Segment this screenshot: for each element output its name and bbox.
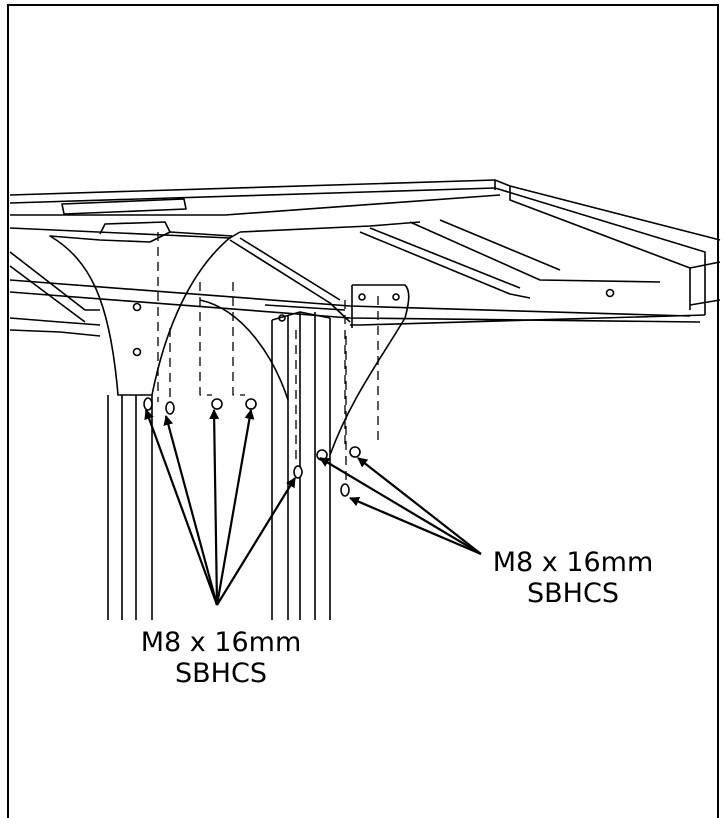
callout-left-type: SBHCS <box>175 658 267 689</box>
right-corner-bracket <box>199 284 410 456</box>
cross-bar-rails <box>9 219 661 323</box>
mounting-holes <box>132 288 615 357</box>
callout-left: M8 x 16mm SBHCS <box>132 627 310 689</box>
frame-handle <box>61 198 187 215</box>
callout-right-size: M8 x 16mm <box>492 547 654 578</box>
callout-right-type: SBHCS <box>527 578 619 609</box>
left-corner-bracket <box>49 221 233 396</box>
bolt-icon <box>143 397 361 497</box>
table-top-frame <box>9 179 721 337</box>
left-leg <box>107 395 153 620</box>
arrow-icon <box>144 409 482 606</box>
alignment-lines <box>157 232 379 480</box>
callout-right: M8 x 16mm SBHCS <box>484 547 662 609</box>
center-leg <box>264 304 346 620</box>
callout-left-size: M8 x 16mm <box>140 627 302 658</box>
diagram-frame <box>7 4 719 818</box>
